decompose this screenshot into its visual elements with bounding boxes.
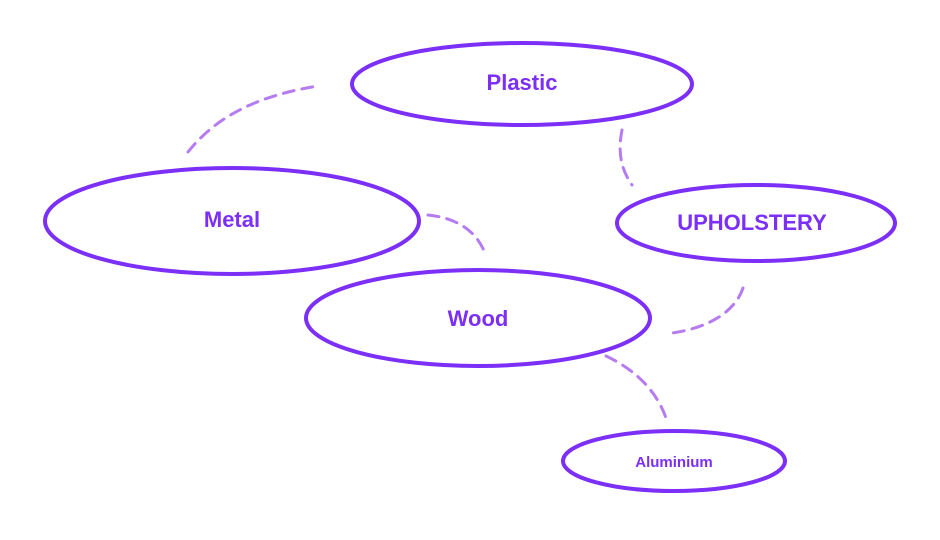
connector-metal-plastic [186,84,320,154]
connector-wood-aluminium [604,354,668,420]
node-wood-label: Wood [448,306,509,331]
node-wood-shape [304,268,652,368]
node-metal[interactable]: Metal [43,166,421,276]
node-metal-shape [43,166,421,276]
node-upholstery[interactable]: UPHOLSTERY [615,183,897,263]
connector-metal-wood [426,213,488,258]
node-plastic-shape [350,41,694,127]
connector-upholstery-wood [670,286,745,335]
node-aluminium[interactable]: Aluminium [561,429,787,493]
node-aluminium-label: Aluminium [635,454,713,471]
node-plastic-label: Plastic [487,70,558,95]
connector-plastic-upholstery [618,128,634,187]
node-wood[interactable]: Wood [304,268,652,368]
node-metal-label: Metal [204,207,260,232]
node-aluminium-shape [561,429,787,493]
node-upholstery-label: UPHOLSTERY [677,210,827,235]
node-upholstery-shape [615,183,897,263]
node-plastic[interactable]: Plastic [350,41,694,127]
